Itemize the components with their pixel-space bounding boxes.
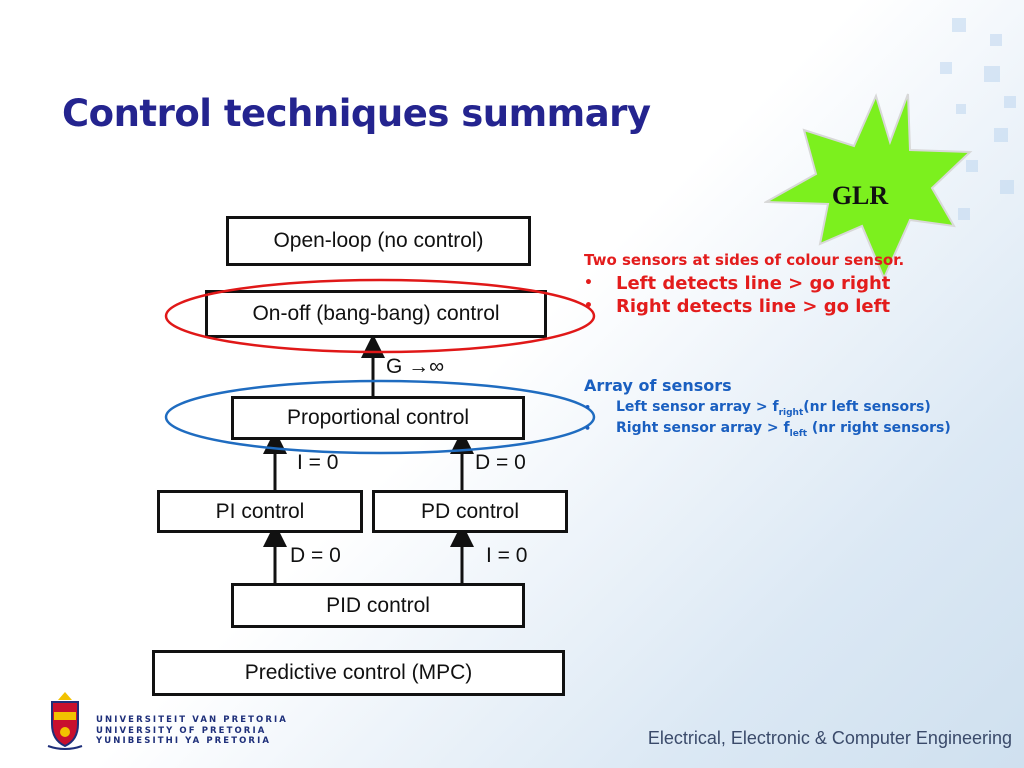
red-notes-lead: Two sensors at sides of colour sensor.: [584, 251, 905, 269]
red-notes: Two sensors at sides of colour sensor. •…: [584, 251, 1004, 319]
blue-item-right-post: (nr right sensors): [807, 419, 951, 436]
gain-label: G →∞: [386, 355, 445, 378]
university-crest-logo: [47, 692, 83, 750]
blue-notes-lead: Array of sensors: [584, 376, 732, 395]
list-item: • Left detects line > go right: [584, 273, 1004, 294]
box-open-loop: Open-loop (no control): [226, 216, 531, 266]
d-zero-label-top: D = 0: [475, 451, 526, 474]
box-predictive: Predictive control (MPC): [152, 650, 565, 696]
university-line-sepedi: YUNIBESITHI YA PRETORIA: [96, 736, 272, 746]
glr-label: GLR: [832, 181, 889, 210]
i-zero-label-bottom: I = 0: [486, 544, 528, 567]
university-name: UNIVERSITEIT VAN PRETORIA UNIVERSITY OF …: [96, 715, 288, 747]
box-pid: PID control: [231, 583, 525, 628]
glr-starburst-badge: GLR: [764, 93, 973, 281]
list-item: • Right sensor array > fleft (nr right s…: [584, 420, 1014, 439]
blue-notes: Array of sensors • Left sensor array > f…: [584, 376, 1014, 441]
department-name: Electrical, Electronic & Computer Engine…: [647, 728, 1012, 748]
university-line-afrikaans: UNIVERSITEIT VAN PRETORIA: [96, 715, 288, 725]
red-item-left: Left detects line > go right: [616, 273, 891, 294]
blue-item-right-pre: Right sensor array > f: [616, 419, 790, 436]
list-item: • Left sensor array > fright(nr left sen…: [584, 399, 1014, 418]
starburst-shape: [764, 93, 973, 281]
bullet-icon: •: [584, 401, 592, 414]
box-pi: PI control: [157, 490, 363, 533]
blue-item-right-sub: left: [789, 428, 808, 439]
blue-item-left-sub: right: [778, 407, 804, 418]
slide-title: Control techniques summary: [62, 92, 651, 135]
blue-item-left-post: (nr left sensors): [803, 399, 931, 415]
bullet-icon: •: [584, 275, 593, 291]
d-zero-label-bottom: D = 0: [290, 544, 341, 567]
blue-item-left-pre: Left sensor array > f: [616, 399, 779, 415]
university-line-english: UNIVERSITY OF PRETORIA: [96, 725, 267, 736]
list-item: • Right detects line > go left: [584, 296, 1004, 317]
bullet-icon: •: [584, 298, 593, 314]
i-zero-label-top: I = 0: [297, 451, 339, 474]
blue-item-right: Right sensor array > fleft (nr right sen…: [616, 420, 951, 439]
box-on-off: On-off (bang-bang) control: [205, 290, 547, 338]
bullet-icon: •: [584, 421, 592, 435]
blue-item-left: Left sensor array > fright(nr left senso…: [616, 399, 931, 418]
box-pd: PD control: [372, 490, 568, 533]
red-item-right: Right detects line > go left: [616, 296, 891, 317]
box-proportional: Proportional control: [231, 396, 525, 440]
